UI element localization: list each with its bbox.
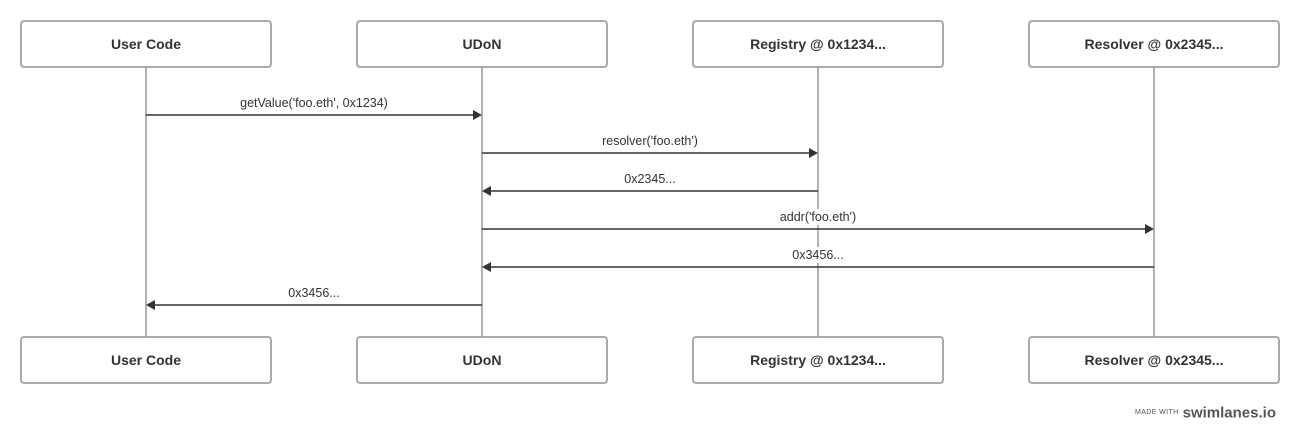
message-1: getValue('foo.eth', 0x1234) (146, 95, 482, 120)
actor-resolver-bottom: Resolver @ 0x2345... (1028, 336, 1280, 384)
actor-label: User Code (111, 352, 181, 368)
actor-udon-bottom: UDoN (356, 336, 608, 384)
actor-box (20, 20, 272, 68)
actor-box (20, 336, 272, 384)
actor-label: Registry @ 0x1234... (750, 36, 886, 52)
message-arrowhead (1145, 224, 1154, 234)
message-label-background (285, 285, 343, 301)
message-label-background (237, 95, 391, 111)
actor-registry-top: Registry @ 0x1234... (692, 20, 944, 68)
message-label: 0x3456... (288, 286, 339, 300)
actor-label: UDoN (463, 352, 502, 368)
actor-label: Resolver @ 0x2345... (1085, 352, 1224, 368)
message-arrowhead (473, 110, 482, 120)
actor-user-top: User Code (20, 20, 272, 68)
actor-box (356, 336, 608, 384)
actor-label: Registry @ 0x1234... (750, 352, 886, 368)
actor-user-bottom: User Code (20, 336, 272, 384)
message-label-background (776, 209, 860, 225)
actor-label: UDoN (463, 36, 502, 52)
message-label: getValue('foo.eth', 0x1234) (240, 96, 388, 110)
message-label: 0x2345... (624, 172, 675, 186)
message-arrowhead (146, 300, 155, 310)
message-label: addr('foo.eth') (780, 210, 856, 224)
actor-box (692, 20, 944, 68)
message-arrowhead (482, 262, 491, 272)
actor-label: User Code (111, 36, 181, 52)
message-arrowhead (482, 186, 491, 196)
message-label-background (621, 171, 679, 187)
watermark-prefix: MADE WITH (1134, 409, 1179, 417)
message-5: 0x3456... (482, 247, 1154, 272)
actor-registry-bottom: Registry @ 0x1234... (692, 336, 944, 384)
actor-label: Resolver @ 0x2345... (1085, 36, 1224, 52)
message-6: 0x3456... (146, 285, 482, 310)
actor-box (1028, 20, 1280, 68)
message-label-background (599, 133, 701, 149)
message-label-background (789, 247, 847, 263)
actor-resolver-top: Resolver @ 0x2345... (1028, 20, 1280, 68)
actor-udon-top: UDoN (356, 20, 608, 68)
actor-box (1028, 336, 1280, 384)
actor-box (356, 20, 608, 68)
watermark-brand: swimlanes.io (1182, 404, 1276, 422)
message-label: resolver('foo.eth') (602, 134, 698, 148)
actor-box (692, 336, 944, 384)
message-arrowhead (809, 148, 818, 158)
message-4: addr('foo.eth') (482, 209, 1154, 234)
message-3: 0x2345... (482, 171, 818, 196)
message-label: 0x3456... (792, 248, 843, 262)
message-2: resolver('foo.eth') (482, 133, 818, 158)
